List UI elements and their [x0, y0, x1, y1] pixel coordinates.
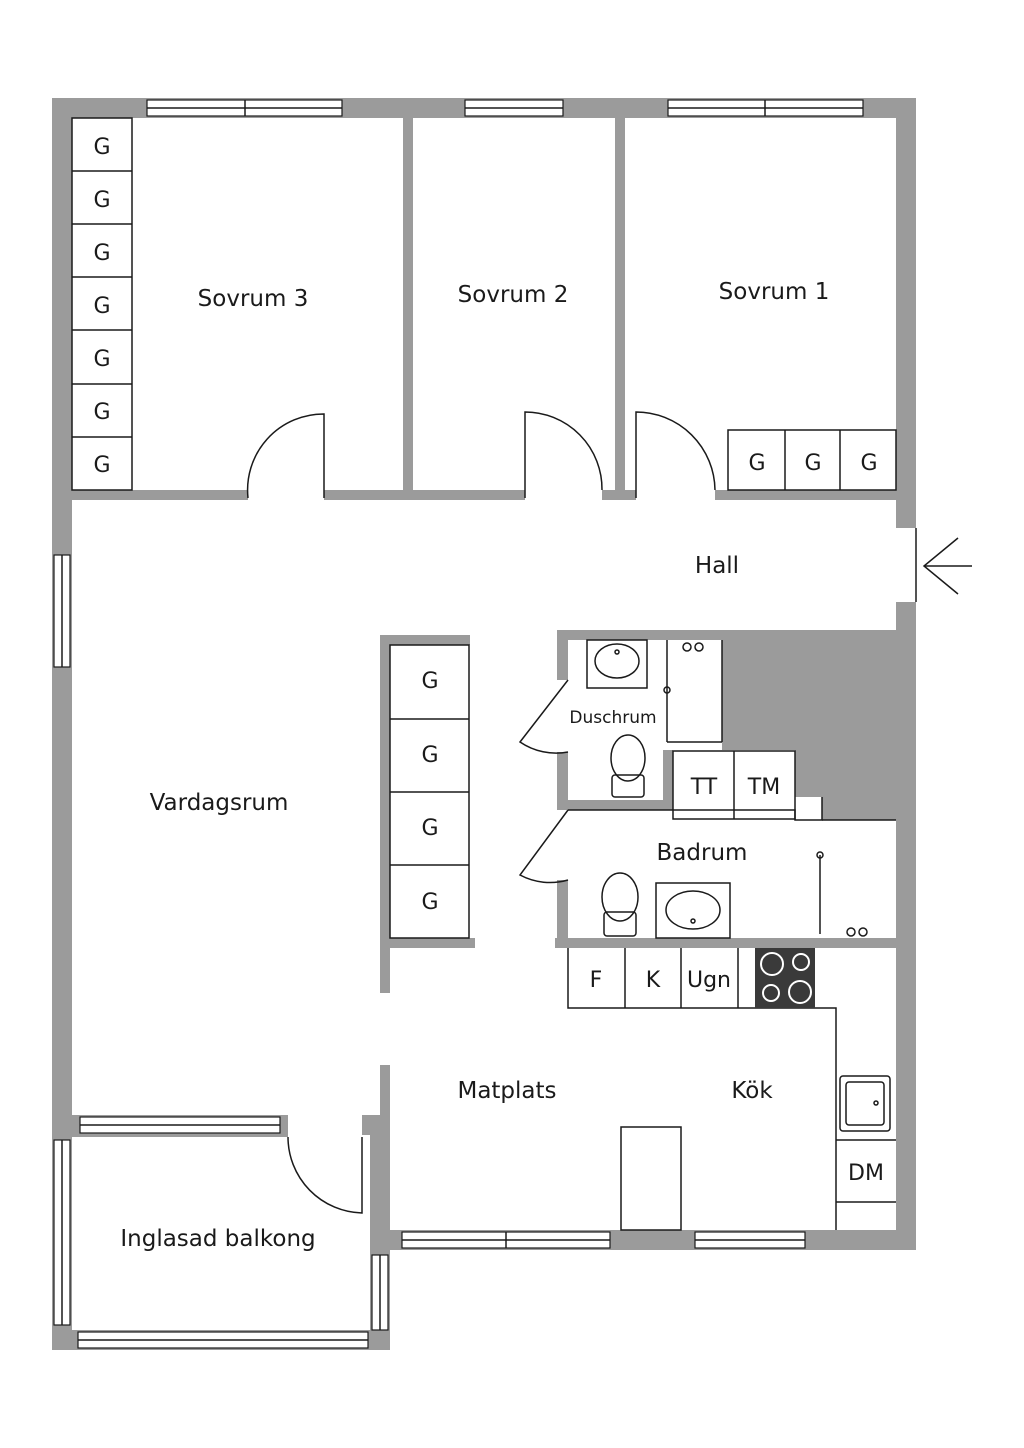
room-label-matplats: Matplats — [457, 1078, 556, 1104]
wardrobe-label: G — [93, 400, 110, 425]
washbasin-icon — [665, 890, 721, 930]
wardrobe-label: G — [421, 669, 438, 694]
washer-label: TM — [747, 775, 780, 800]
wardrobe-label: G — [804, 451, 821, 476]
wardrobe-vardagsrum: G G G G — [389, 644, 470, 939]
wardrobe-label: G — [93, 347, 110, 372]
sink-icon — [839, 1075, 891, 1132]
freezer-label: K — [646, 968, 661, 993]
dryer-label: TT — [690, 775, 718, 800]
room-label-vardagsrum: Vardagsrum — [150, 790, 289, 816]
wardrobe-sovrum1: G G G — [727, 429, 897, 491]
fridge-label: F — [590, 968, 603, 993]
toilet-icon — [601, 872, 639, 937]
room-label-kok: Kök — [731, 1078, 773, 1104]
kitchen-fixtures: F K Ugn DM — [567, 948, 896, 1231]
windows — [53, 99, 864, 1349]
wardrobe-label: G — [93, 294, 110, 319]
room-label-sovrum1: Sovrum 1 — [719, 279, 830, 305]
wardrobe-label: G — [93, 241, 110, 266]
room-label-hall: Hall — [695, 553, 739, 579]
laundry: TT TM — [672, 750, 796, 820]
wardrobe-sovrum3: G G G G G G G — [71, 117, 133, 491]
oven-label: Ugn — [687, 968, 731, 993]
room-label-badrum: Badrum — [657, 840, 748, 866]
wardrobe-label: G — [93, 453, 110, 478]
wardrobe-label: G — [93, 135, 110, 160]
wardrobe-label: G — [421, 743, 438, 768]
room-labels: Sovrum 3 Sovrum 2 Sovrum 1 Hall Vardagsr… — [120, 279, 829, 1252]
badrum-fixtures — [568, 797, 896, 939]
wardrobe-label: G — [93, 188, 110, 213]
toilet-icon — [610, 734, 646, 798]
washbasin-icon — [594, 643, 640, 679]
dishwasher-label: DM — [848, 1161, 884, 1186]
doors — [246, 411, 917, 1214]
wardrobe-label: G — [421, 890, 438, 915]
room-label-balkong: Inglasad balkong — [120, 1226, 315, 1252]
room-label-duschrum: Duschrum — [569, 708, 656, 728]
wardrobe-label: G — [748, 451, 765, 476]
duschrum-fixtures — [586, 639, 723, 798]
wardrobe-label: G — [421, 816, 438, 841]
room-label-sovrum3: Sovrum 3 — [198, 286, 309, 312]
stove-icon — [755, 948, 815, 1008]
entrance-arrow-icon — [922, 537, 972, 595]
wardrobe-label: G — [860, 451, 877, 476]
room-label-sovrum2: Sovrum 2 — [458, 282, 569, 308]
